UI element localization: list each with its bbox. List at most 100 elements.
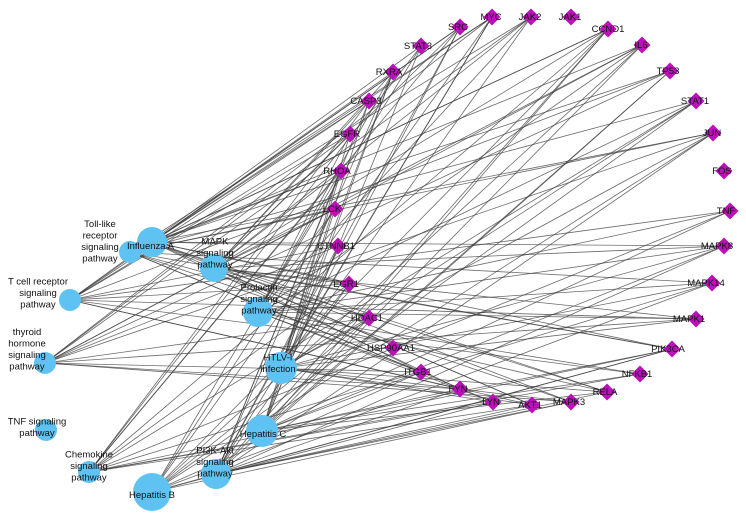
edge-hepc-tnf [261, 210, 731, 432]
gene-node-lck[interactable] [326, 200, 344, 218]
pathway-node-chemokine[interactable] [78, 461, 100, 483]
pathway-node-htlv[interactable] [265, 352, 297, 384]
gene-label-mapk8: MAPK8 [701, 241, 733, 252]
gene-node-ccnd1[interactable] [599, 20, 617, 38]
edge-mapk-mapk1 [213, 267, 697, 320]
gene-label-egfr: EGFR [334, 129, 361, 140]
pathway-node-tnf[interactable] [35, 419, 57, 441]
pathway-node-influenza[interactable] [137, 227, 167, 257]
pathway-label-mapk: signaling [196, 248, 234, 259]
gene-node-hsp90aa1[interactable] [384, 339, 402, 357]
edge-mapk-casp3 [213, 100, 370, 269]
edge-hepb-myc [151, 16, 493, 493]
pathway-node-mapk[interactable] [200, 254, 228, 282]
gene-label-casp3: CASP3 [350, 96, 381, 107]
gene-node-tnf[interactable] [721, 202, 739, 220]
edge-htlv-mapk14 [280, 282, 713, 369]
pathway-node-thyroid[interactable] [34, 352, 56, 374]
gene-label-rela: RELA [593, 387, 618, 398]
edge-thyroid-myc [44, 16, 493, 364]
gene-node-jak1[interactable] [562, 8, 580, 26]
gene-label-myc: MYC [480, 12, 501, 23]
edge-htlv-mapk8 [280, 245, 725, 369]
gene-label-lyn: LYN [482, 397, 500, 408]
pathway-label-thyroid: signaling [8, 350, 46, 361]
pathway-node-pi3k[interactable] [201, 459, 231, 489]
edge-hepc-rhoa [261, 170, 342, 432]
pathway-label-mapk: MAPK [202, 237, 230, 248]
edge-chemokine-stat1 [88, 100, 697, 473]
pathway-node-hepc[interactable] [246, 415, 278, 447]
gene-label-ctnnb1: CTNNB1 [317, 241, 355, 252]
pathway-node-toll_like[interactable] [119, 241, 141, 263]
edge-prolactin-rxra [257, 71, 394, 313]
gene-node-rxra[interactable] [384, 63, 402, 81]
label-layer: Influenza AToll-likereceptorsignalingpat… [8, 12, 736, 501]
gene-node-mapk1[interactable] [687, 310, 705, 328]
edge-tcell-tp53 [69, 70, 671, 301]
gene-node-jak2[interactable] [522, 8, 540, 26]
pathway-node-hepb[interactable] [133, 473, 171, 511]
pathway-label-toll_like: receptor [83, 230, 118, 241]
gene-node-nfkb1[interactable] [631, 365, 649, 383]
gene-label-egr1: EGR1 [333, 279, 359, 290]
edge-hepb-mapk14 [151, 282, 713, 493]
edge-pi3k-tp53 [215, 70, 671, 475]
gene-node-tp53[interactable] [661, 62, 679, 80]
pathway-label-mapk: pathway [197, 260, 233, 271]
edge-pi3k-myc [215, 16, 493, 475]
edge-hepc-mapk8 [261, 245, 725, 432]
gene-node-pik3ca[interactable] [663, 340, 681, 358]
pathway-label-pi3k: pathway [197, 469, 233, 480]
gene-node-mapk8[interactable] [715, 237, 733, 255]
edge-hepb-jun [151, 132, 714, 493]
gene-node-myc[interactable] [483, 8, 501, 26]
gene-label-jak2: JAK2 [519, 12, 542, 23]
edge-chemokine-ccnd1 [88, 28, 609, 473]
gene-label-src: SRC [448, 22, 468, 33]
edge-hepb-stat1 [151, 100, 697, 493]
edge-chemokine-stat3 [88, 45, 422, 473]
gene-node-fyn[interactable] [451, 380, 469, 398]
edge-htlv-stat1 [280, 100, 697, 369]
gene-node-ctnnb1[interactable] [329, 237, 347, 255]
edge-toll_like-il6 [129, 44, 643, 253]
gene-node-hdac1[interactable] [360, 309, 378, 327]
gene-node-akt1[interactable] [523, 396, 541, 414]
gene-node-egr1[interactable] [340, 275, 358, 293]
edge-toll_like-hdac1 [129, 251, 370, 319]
pathway-node-prolactin[interactable] [243, 297, 273, 327]
edge-hepb-rhoa [151, 170, 342, 493]
pathway-label-toll_like: Toll-like [84, 219, 116, 230]
edge-htlv-casp3 [280, 100, 370, 369]
gene-node-lyn[interactable] [484, 393, 502, 411]
pathway-label-tcell: signaling [19, 288, 57, 299]
pathway-label-toll_like: pathway [82, 253, 118, 264]
gene-node-il6[interactable] [633, 36, 651, 54]
gene-node-fos[interactable] [715, 162, 733, 180]
gene-node-jun[interactable] [704, 124, 722, 142]
edge-prolactin-stat3 [257, 45, 422, 313]
gene-node-mapk14[interactable] [703, 274, 721, 292]
gene-label-ccnd1: CCND1 [592, 24, 625, 35]
edge-pi3k-jun [215, 132, 714, 475]
gene-node-stat1[interactable] [687, 92, 705, 110]
edge-pi3k-mapk8 [215, 245, 725, 475]
edge-pi3k-akt1 [215, 404, 533, 475]
gene-node-itgb1[interactable] [412, 363, 430, 381]
edge-chemokine-lyn [88, 401, 494, 473]
edge-hepc-fyn [261, 388, 461, 432]
gene-label-itgb1: ITGB1 [404, 367, 431, 378]
edge-layer [44, 16, 731, 493]
gene-node-mapk3[interactable] [562, 393, 580, 411]
edge-mapk-rhoa [213, 170, 342, 269]
edge-tcell-mapk1 [69, 299, 697, 320]
gene-node-stat3[interactable] [412, 37, 430, 55]
gene-node-src[interactable] [451, 18, 469, 36]
gene-node-egfr[interactable] [341, 125, 359, 143]
gene-label-jak1: JAK1 [559, 12, 582, 23]
pathway-node-tcell[interactable] [59, 289, 81, 311]
gene-node-rhoa[interactable] [332, 162, 350, 180]
gene-node-rela[interactable] [598, 383, 616, 401]
gene-node-casp3[interactable] [360, 92, 378, 110]
